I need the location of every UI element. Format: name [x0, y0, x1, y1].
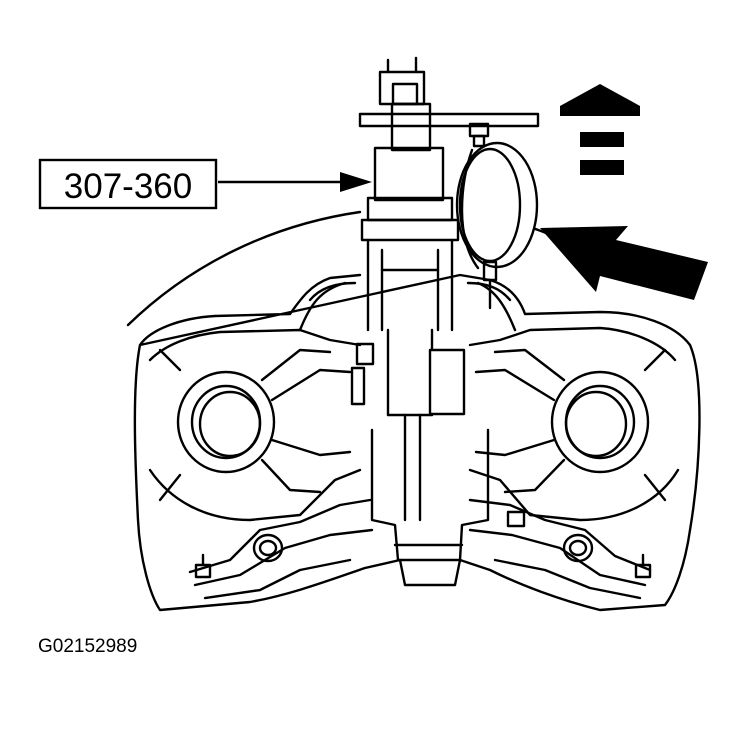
- callout-box: [38, 158, 218, 210]
- right-bearing: [550, 370, 650, 474]
- sweep-arc: [126, 210, 362, 327]
- figure-id: G02152989: [38, 636, 137, 657]
- lower-mounts: [188, 498, 652, 600]
- housing-outline: [133, 273, 701, 612]
- leader-arrow-icon: [218, 172, 372, 192]
- tool-number-label: 307-360: [64, 167, 192, 206]
- left-bearing: [176, 370, 276, 474]
- dial-indicator: [455, 122, 539, 310]
- thick-arrow-diagonal-icon: [540, 226, 708, 300]
- center-hub: [370, 428, 490, 562]
- thick-arrow-up-icon: [560, 84, 640, 175]
